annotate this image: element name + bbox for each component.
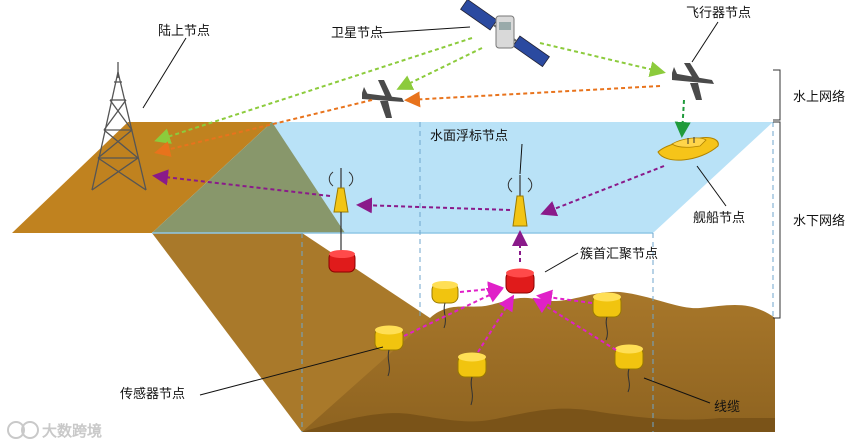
buoy-center-icon: [507, 175, 533, 227]
satellite-links: [154, 37, 691, 157]
sensor-node-5: [614, 344, 644, 393]
anchor-red-node: [328, 250, 356, 273]
sensor-node-1: [431, 281, 459, 329]
satellite-node-label: 卫星节点: [331, 26, 383, 41]
land-sea-overlap: [152, 122, 345, 233]
sensor-node-3: [457, 352, 487, 406]
sensor-node-label: 传感器节点: [120, 386, 185, 402]
watermark-logo: 大数跨境: [7, 421, 102, 440]
radio-tower-icon: [91, 62, 147, 191]
above-water-network-label: 水上网络: [793, 89, 845, 105]
surface-buoy-node-label: 水面浮标节点: [430, 129, 508, 144]
cluster-head-node-label: 簇首汇聚节点: [580, 247, 658, 262]
seabed-front-shadow: [302, 408, 775, 432]
aircraft-node-label: 飞行器节点: [686, 6, 751, 21]
satellite-icon: [460, 0, 550, 68]
surface-links: [152, 165, 665, 262]
ship-node-label: 舰船节点: [693, 211, 745, 226]
sensor-node-2: [374, 325, 404, 377]
ship-icon: [657, 137, 719, 161]
seabed-floor: [302, 291, 775, 432]
network-brackets: [773, 69, 781, 319]
buoy-left-icon: [328, 168, 354, 252]
sensor-links: [403, 281, 617, 353]
land-plane: [12, 122, 272, 233]
cluster-head-node: [505, 268, 535, 294]
aircraft-left-icon: [362, 80, 404, 118]
depth-guide-lines: [301, 122, 774, 432]
underwater-network-label: 水下网络: [793, 213, 845, 229]
watermark-text: 大数跨境: [42, 422, 102, 440]
land-node-label: 陆上节点: [158, 23, 210, 39]
cable-label: 线缆: [714, 399, 740, 415]
sensor-node-4: [592, 292, 622, 341]
aircraft-right-icon: [672, 63, 714, 100]
callout-lines: [142, 21, 727, 404]
